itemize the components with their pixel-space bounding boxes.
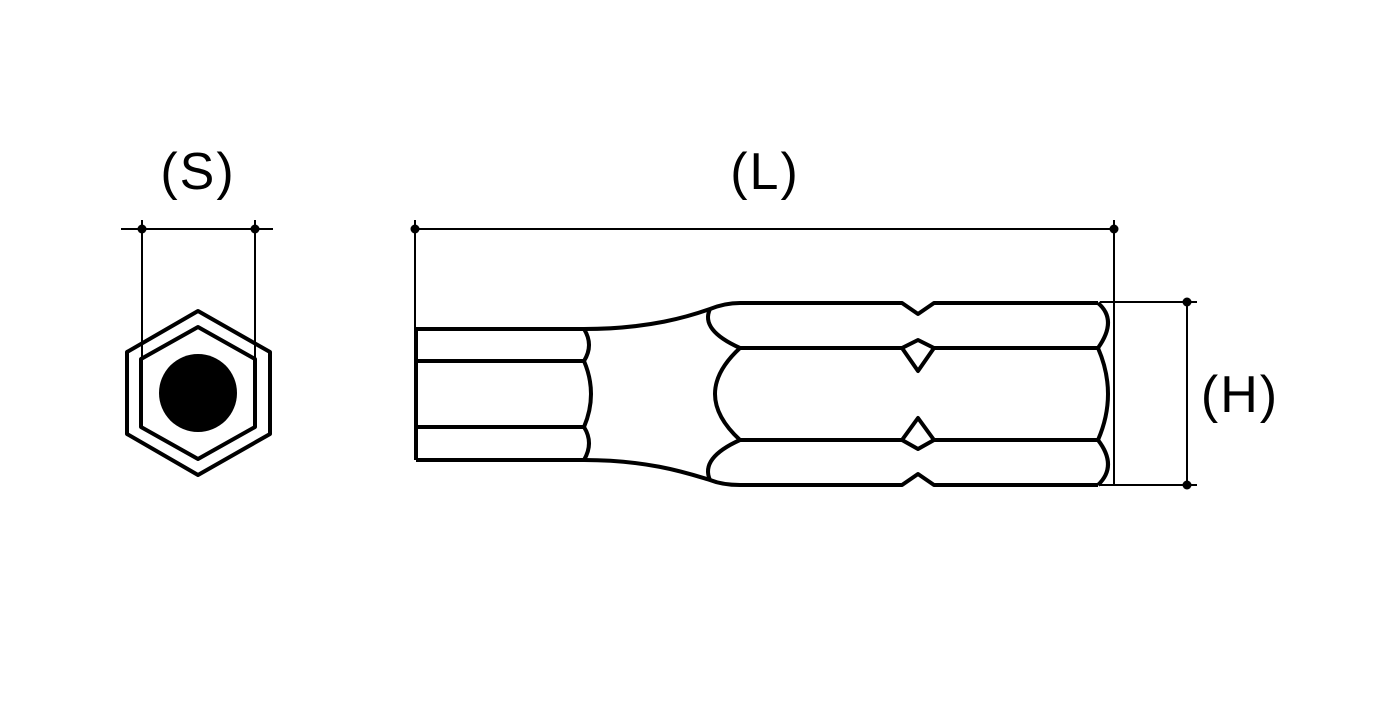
- socket-hole: [159, 354, 237, 432]
- bit-hex-head: [706, 301, 1110, 487]
- h-dim-dot-top: [1182, 297, 1192, 307]
- l-dimension-label: (L): [730, 143, 800, 201]
- s-dim-dot-left: [137, 224, 147, 234]
- groove-diamond-bottom: [900, 416, 936, 451]
- l-dimension: [414, 220, 1115, 486]
- h-dim-dot-bottom: [1182, 480, 1192, 490]
- hex-inner: [139, 325, 257, 461]
- s-dim-dot-right: [250, 224, 260, 234]
- hex-outer: [125, 309, 272, 477]
- bit-shank: [414, 301, 741, 487]
- h-dimension-label: (H): [1200, 366, 1280, 424]
- h-dimension: [1100, 301, 1197, 486]
- l-dim-dot-right: [1109, 224, 1119, 234]
- l-dim-dot-left: [410, 224, 420, 234]
- groove-diamond-top: [900, 338, 936, 373]
- s-dimension-label: (S): [160, 143, 236, 201]
